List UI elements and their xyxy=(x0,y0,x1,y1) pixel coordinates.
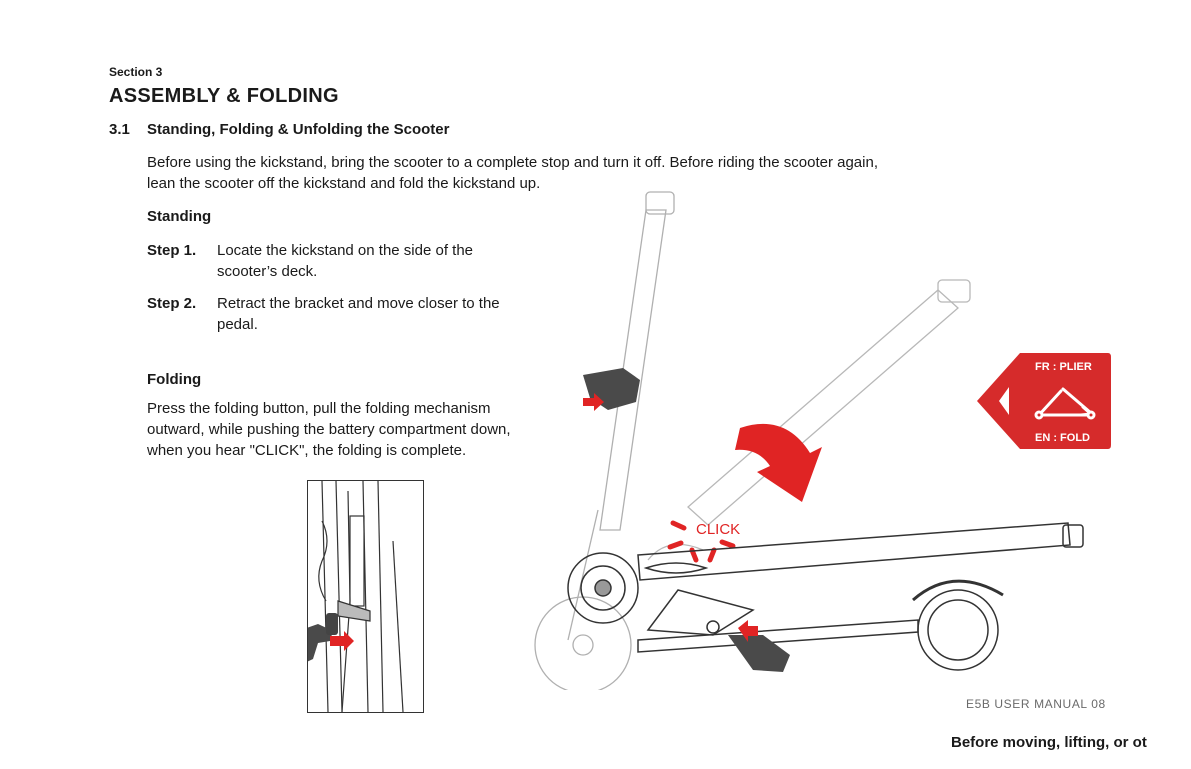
fold-triangle-icon xyxy=(1034,387,1096,420)
step-1: Step 1. Locate the kickstand on the side… xyxy=(147,240,537,282)
scooter-illustration: CLICK xyxy=(534,191,1084,690)
badge-top-label: FR : PLIER xyxy=(1035,361,1092,373)
click-burst-icon xyxy=(667,520,736,563)
arrow-icon xyxy=(738,620,758,642)
arrow-icon xyxy=(330,631,354,651)
step-2: Step 2. Retract the bracket and move clo… xyxy=(147,293,537,335)
click-label: CLICK xyxy=(696,521,740,538)
subsection-title-text: Standing, Folding & Unfolding the Scoote… xyxy=(147,121,450,138)
subsection-title: 3.1 Standing, Folding & Unfolding the Sco… xyxy=(109,121,449,138)
page-title: ASSEMBLY & FOLDING xyxy=(109,85,339,107)
folding-stem xyxy=(647,279,971,561)
kickstand-illustration xyxy=(307,480,424,713)
footer-note: Before moving, lifting, or ot xyxy=(951,734,1147,751)
intro-line: Before using the kickstand, bring the sc… xyxy=(147,154,878,171)
hand-icon xyxy=(728,635,790,672)
folding-line: outward, while pushing the battery compa… xyxy=(147,421,511,438)
curved-arrow-icon xyxy=(735,423,822,502)
step-text: Retract the bracket and move closer to t… xyxy=(217,295,500,333)
step-label: Step 1. xyxy=(147,242,197,259)
intro-line: lean the scooter off the kickstand and f… xyxy=(147,175,541,192)
badge-bottom-label: EN : FOLD xyxy=(1035,432,1090,444)
hand-icon xyxy=(308,613,338,662)
footer-manual-label: E5B USER MANUAL 08 xyxy=(966,697,1106,711)
folding-paragraph: Press the folding button, pull the foldi… xyxy=(147,398,597,461)
step-text: Locate the kickstand on the side of the … xyxy=(217,242,474,280)
arrow-icon xyxy=(583,393,604,411)
section-label: Section 3 xyxy=(109,65,163,79)
upright-stem xyxy=(534,191,675,690)
folding-line: when you hear "CLICK", the folding is co… xyxy=(147,442,467,459)
folded-scooter xyxy=(567,522,1084,671)
standing-heading: Standing xyxy=(147,208,212,225)
fold-badge: FR : PLIER EN : FOLD xyxy=(977,353,1111,449)
folding-heading: Folding xyxy=(147,371,202,388)
subsection-number: 3.1 xyxy=(109,121,130,138)
step-label: Step 2. xyxy=(147,295,197,312)
folding-line: Press the folding button, pull the foldi… xyxy=(147,400,491,417)
intro-paragraph: Before using the kickstand, bring the sc… xyxy=(147,152,1047,194)
